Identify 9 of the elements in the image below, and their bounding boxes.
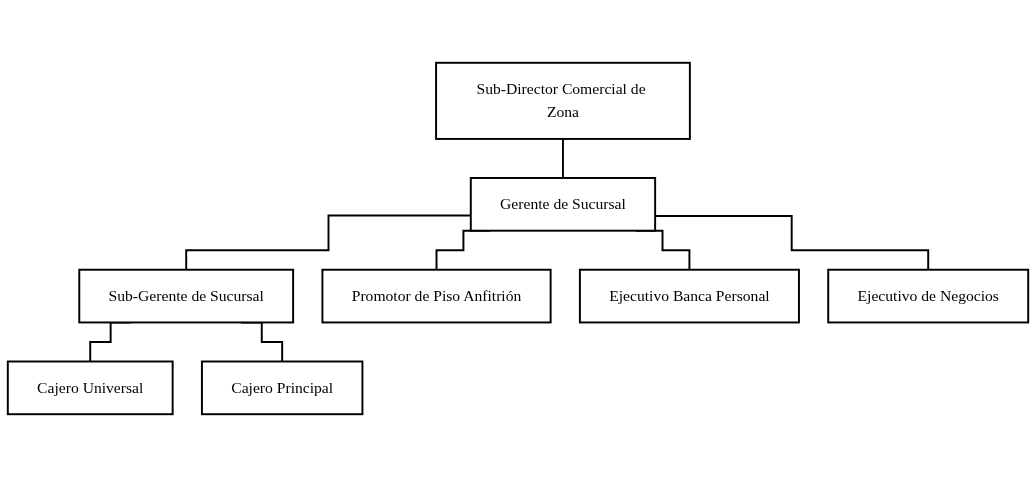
node-box: Gerente de Sucursal: [469, 177, 657, 232]
node-box: Sub-Director Comercial de Zona: [435, 61, 691, 140]
node-box: Sub-Gerente de Sucursal: [78, 268, 295, 324]
node-box: Ejecutivo Banca Personal: [578, 268, 800, 324]
connector: [562, 137, 564, 179]
node-box: Cajero Principal: [200, 360, 364, 416]
node-box: Cajero Universal: [6, 360, 174, 416]
node-box: Promotor de Piso Anfitrión: [321, 268, 552, 324]
node-box: Ejecutivo de Negocios: [827, 268, 1030, 324]
